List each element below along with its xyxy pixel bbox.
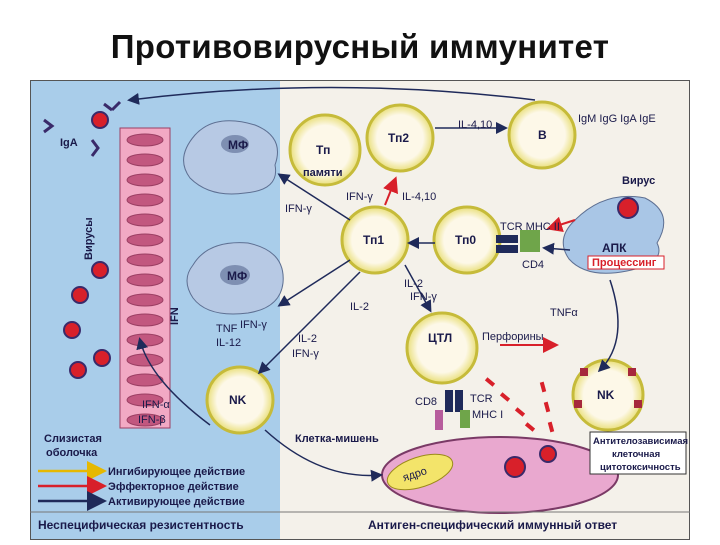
antibody-icons-top-left: [43, 100, 122, 157]
adcc-box: Антителозависимая клеточная цитотоксично…: [589, 431, 688, 475]
legend: Ингибирующее действие Эффекторное действ…: [38, 461, 245, 511]
perforin-granules: [484, 377, 555, 433]
adcc-label-3: цитотоксичность: [600, 462, 681, 473]
virus-label: Вирус: [622, 175, 655, 187]
nk-right-label: NK: [597, 388, 615, 402]
cd4-label: CD4: [522, 259, 544, 271]
iga-label: IgA: [60, 137, 78, 149]
th2-label: Тп2: [388, 131, 409, 145]
cell-th-memory: Тп памяти: [288, 113, 362, 187]
perforins-label: Перфорины: [482, 331, 544, 343]
mucosa-label-1: Слизистая: [44, 433, 102, 445]
ctl-receptors: [435, 390, 470, 430]
cell-b: B: [507, 100, 577, 170]
target-cell-label: Клетка-мишень: [295, 433, 379, 445]
legend-inhibit-label: Ингибирующее действие: [108, 466, 245, 478]
ifn-gamma-nk-label: IFN-γ: [240, 319, 267, 331]
th1-label: Тп1: [363, 233, 384, 247]
il-4-10-mid-label: IL-4,10: [402, 191, 436, 203]
cell-th1: Тп1: [340, 205, 410, 275]
ifn-gamma-left-label: IFN-γ: [292, 348, 319, 360]
ifn-alpha-label: IFN-α: [142, 399, 170, 411]
ifn-gamma-mid-label: IFN-γ: [346, 191, 373, 203]
mf-top-label: МФ: [228, 138, 248, 152]
legend-effector-label: Эффекторное действие: [108, 481, 239, 493]
cell-th0: Тп0: [432, 205, 502, 275]
cell-th2: Тп2: [365, 103, 435, 173]
epithelium-column: [119, 127, 171, 429]
ifn-gamma-mf-label: IFN-γ: [285, 203, 312, 215]
cell-nk-right: NK: [571, 358, 645, 432]
immunoglobulins-label: IgM IgG IgA IgE: [578, 113, 656, 125]
il2-loop-label: IL-2: [350, 301, 369, 313]
macrophage-bottom: МФ: [186, 242, 284, 315]
tnf-alpha-label: TNFα: [550, 307, 578, 319]
mhc1-label: MHC I: [472, 409, 503, 421]
target-cell: ядро: [381, 436, 619, 514]
ifn-vertical-label: IFN: [169, 307, 181, 325]
th0-receptors: [496, 230, 540, 253]
apc-cell: АПК Процессинг: [562, 195, 665, 274]
tcr-mhc2-label: TCR MHC II: [500, 221, 560, 233]
il-4-10-top-label: IL-4,10: [458, 119, 492, 131]
mucosa-label-2: оболочка: [46, 447, 98, 459]
diagram-svg: МФ МФ Тп памяти Тп2 B Тп1 Тп0 ЦТЛ NK: [29, 79, 691, 541]
th0-label: Тп0: [455, 233, 476, 247]
th-memory-label: Тп: [316, 143, 330, 157]
cell-ctl: ЦТЛ: [405, 311, 479, 385]
footer-right-label: Антиген-специфический иммунный ответ: [368, 518, 617, 532]
immunity-diagram: МФ МФ Тп памяти Тп2 B Тп1 Тп0 ЦТЛ NK: [29, 79, 691, 541]
viruses-vertical-label: Вирусы: [83, 217, 95, 260]
ctl-label: ЦТЛ: [428, 331, 452, 345]
nk-left-label: NK: [229, 393, 247, 407]
il2-right-label: IL-2: [404, 278, 423, 290]
cell-nk-left: NK: [205, 365, 275, 435]
ifn-beta-label: IFN-β: [138, 414, 166, 426]
tnf-label: TNF: [216, 323, 238, 335]
b-cell-label: B: [538, 128, 547, 142]
memory-label: памяти: [303, 167, 342, 179]
effector-arrows: [383, 176, 576, 353]
apc-label: АПК: [602, 241, 627, 255]
il12-label: IL-12: [216, 337, 241, 349]
slide-title: Противовирусный иммунитет: [110, 28, 610, 65]
footer-left-label: Неспецифическая резистентность: [38, 518, 244, 532]
legend-activate-label: Активирующее действие: [108, 496, 245, 508]
adcc-label-2: клеточная: [612, 449, 660, 460]
tcr-label: TCR: [470, 393, 493, 405]
processing-label: Процессинг: [592, 257, 657, 269]
activating-arrows: [127, 86, 619, 482]
mf-bottom-label: МФ: [227, 269, 247, 283]
il2-left-label: IL-2: [298, 333, 317, 345]
macrophage-top: МФ: [183, 120, 278, 195]
ifn-gamma-right-label: IFN-γ: [410, 291, 437, 303]
cd8-label: CD8: [415, 396, 437, 408]
virus-particles-left: [63, 111, 111, 379]
adcc-label-1: Антителозависимая: [593, 436, 688, 447]
